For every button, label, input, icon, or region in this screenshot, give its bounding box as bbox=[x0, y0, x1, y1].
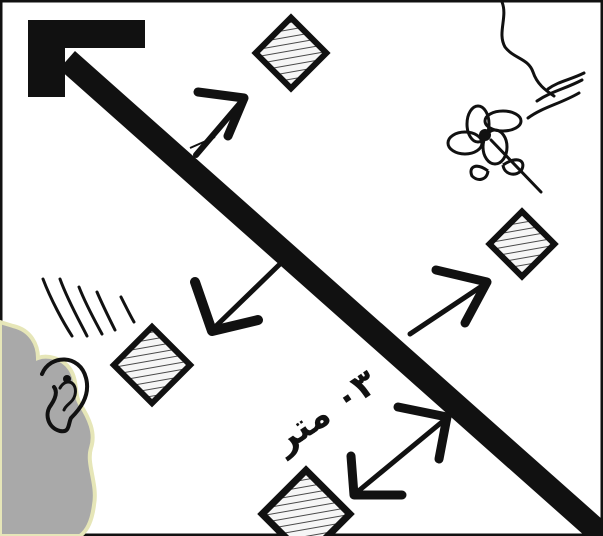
diagram-canvas: ٣٠ متر bbox=[0, 0, 603, 536]
